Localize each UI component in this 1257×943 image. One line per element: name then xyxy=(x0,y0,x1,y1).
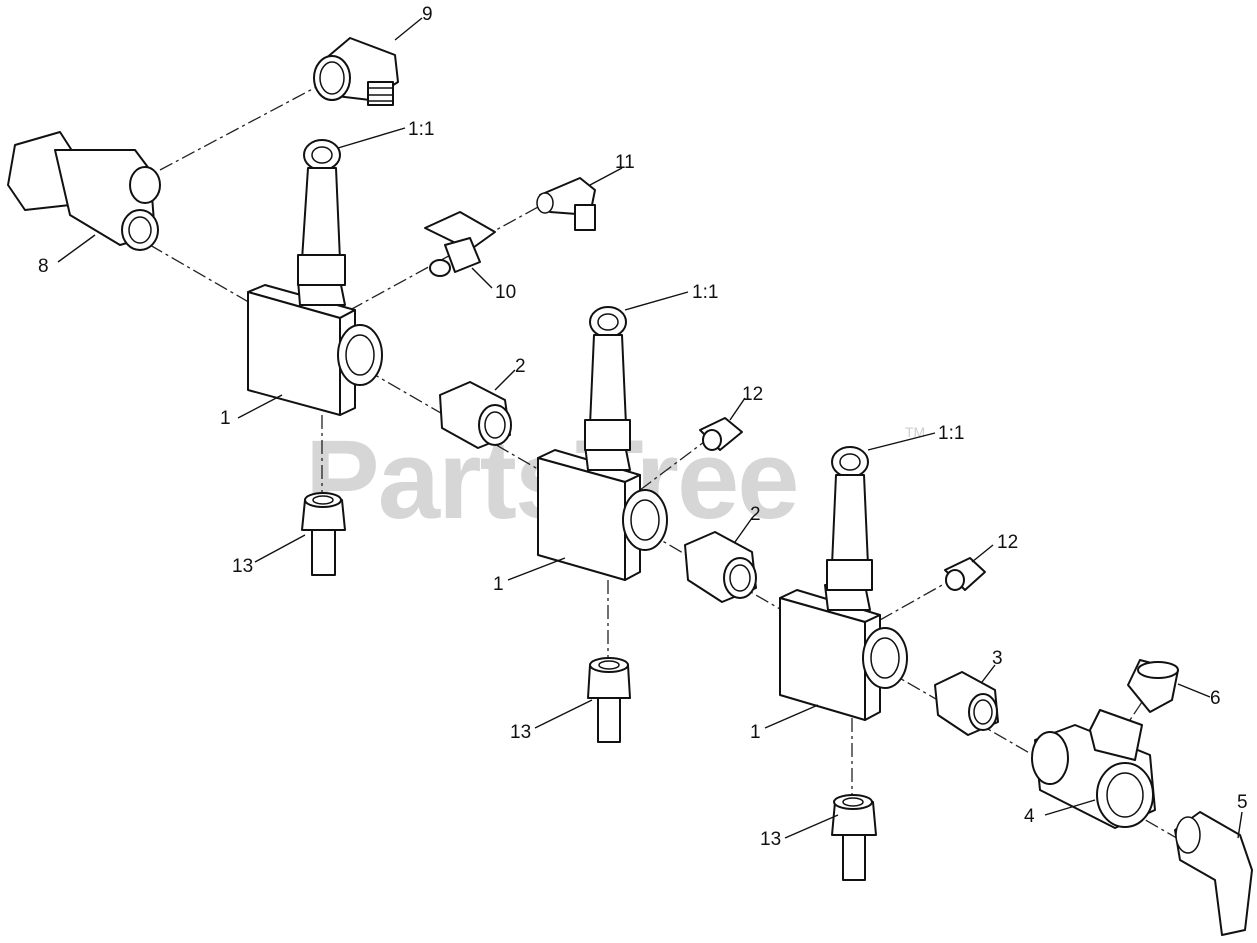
part-3-nipple[interactable] xyxy=(934,671,999,736)
callout-1-left: 1 xyxy=(220,408,231,429)
callout-1-middle: 1 xyxy=(493,574,504,595)
part-12-plug-upper[interactable] xyxy=(699,417,743,451)
part-1-1-handle-left[interactable] xyxy=(297,139,346,286)
part-8-tee-valve[interactable] xyxy=(7,131,161,251)
part-4-tee[interactable] xyxy=(1031,709,1156,829)
part-1-valve-body-middle[interactable] xyxy=(537,444,668,581)
part-2-nipple-lower[interactable] xyxy=(684,531,757,603)
callout-1-1-right: 1:1 xyxy=(938,423,964,444)
part-1-1-handle-middle[interactable] xyxy=(584,306,631,451)
callout-5: 5 xyxy=(1237,792,1248,813)
callout-6: 6 xyxy=(1210,688,1221,709)
callout-9: 9 xyxy=(422,4,433,25)
callout-11: 11 xyxy=(615,152,635,173)
callout-labels: 9 8 1:1 11 10 1:1 2 12 1 1:1 2 12 13 1 3… xyxy=(38,4,1248,850)
callout-8: 8 xyxy=(38,256,49,277)
callout-2-upper: 2 xyxy=(515,356,526,377)
part-9-elbow-fitting[interactable] xyxy=(313,37,399,106)
part-1-1-handle-right[interactable] xyxy=(826,446,873,591)
callout-1-1-middle: 1:1 xyxy=(692,282,718,303)
part-13-barb-right[interactable] xyxy=(831,794,877,881)
callout-3: 3 xyxy=(992,648,1003,669)
part-1-valve-body-right[interactable] xyxy=(779,584,908,721)
part-6-cap[interactable] xyxy=(1127,659,1179,713)
part-5-elbow[interactable] xyxy=(1174,811,1253,936)
callout-13-left: 13 xyxy=(232,556,253,577)
part-2-nipple-upper[interactable] xyxy=(439,381,512,449)
leader-lines xyxy=(57,17,1243,839)
callout-13-right: 13 xyxy=(760,829,781,850)
part-1-valve-body-left[interactable] xyxy=(247,279,383,416)
watermark-tm: TM xyxy=(905,424,925,440)
callout-4: 4 xyxy=(1024,806,1035,827)
part-13-barb-middle[interactable] xyxy=(587,657,631,743)
callout-13-middle: 13 xyxy=(510,722,531,743)
part-13-barb-left[interactable] xyxy=(301,492,346,576)
part-12-plug-lower[interactable] xyxy=(944,557,986,591)
callout-1-right: 1 xyxy=(750,722,761,743)
callout-12-lower: 12 xyxy=(997,532,1018,553)
callout-2-lower: 2 xyxy=(750,504,761,525)
callout-10: 10 xyxy=(495,282,516,303)
part-11-elbow-barb[interactable] xyxy=(536,177,596,231)
callout-12-upper: 12 xyxy=(742,384,763,405)
part-10-shutoff-valve[interactable] xyxy=(424,211,496,277)
callout-1-1-left: 1:1 xyxy=(408,119,434,140)
